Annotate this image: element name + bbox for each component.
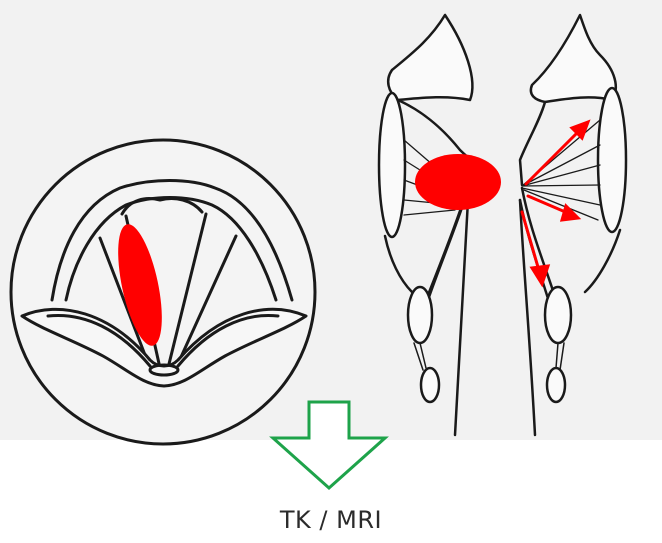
- left-epiglottis-leaf: [388, 15, 472, 100]
- spread-arrow-down: [522, 212, 548, 284]
- right-epiglottis-leaf: [531, 15, 616, 102]
- right-outer-wall: [585, 230, 620, 292]
- left-outer-wall: [385, 236, 412, 292]
- left-connectors: [414, 343, 426, 370]
- coronal-section: [379, 15, 626, 435]
- endoscopic-view-border: [11, 140, 315, 444]
- caption: TK / MRI: [0, 506, 662, 542]
- lesion-marker-coronal: [415, 154, 501, 210]
- endoscopic-view: [11, 140, 315, 444]
- right-cricoid: [545, 287, 571, 343]
- left-cricoid: [408, 287, 432, 343]
- spread-arrow-right: [528, 196, 578, 220]
- spread-arrow-up: [526, 122, 588, 184]
- right-lower-cartilage: [547, 368, 565, 402]
- hollow-down-arrow-icon: [273, 402, 385, 488]
- left-subglottic-wall: [455, 200, 468, 435]
- right-connectors: [556, 343, 564, 370]
- right-thyroid-lamina: [598, 88, 626, 232]
- left-lower-cartilage: [421, 368, 439, 402]
- right-false-cord: [520, 102, 545, 185]
- left-thyroid-lamina: [379, 93, 405, 237]
- right-muscle-fibers: [522, 120, 600, 220]
